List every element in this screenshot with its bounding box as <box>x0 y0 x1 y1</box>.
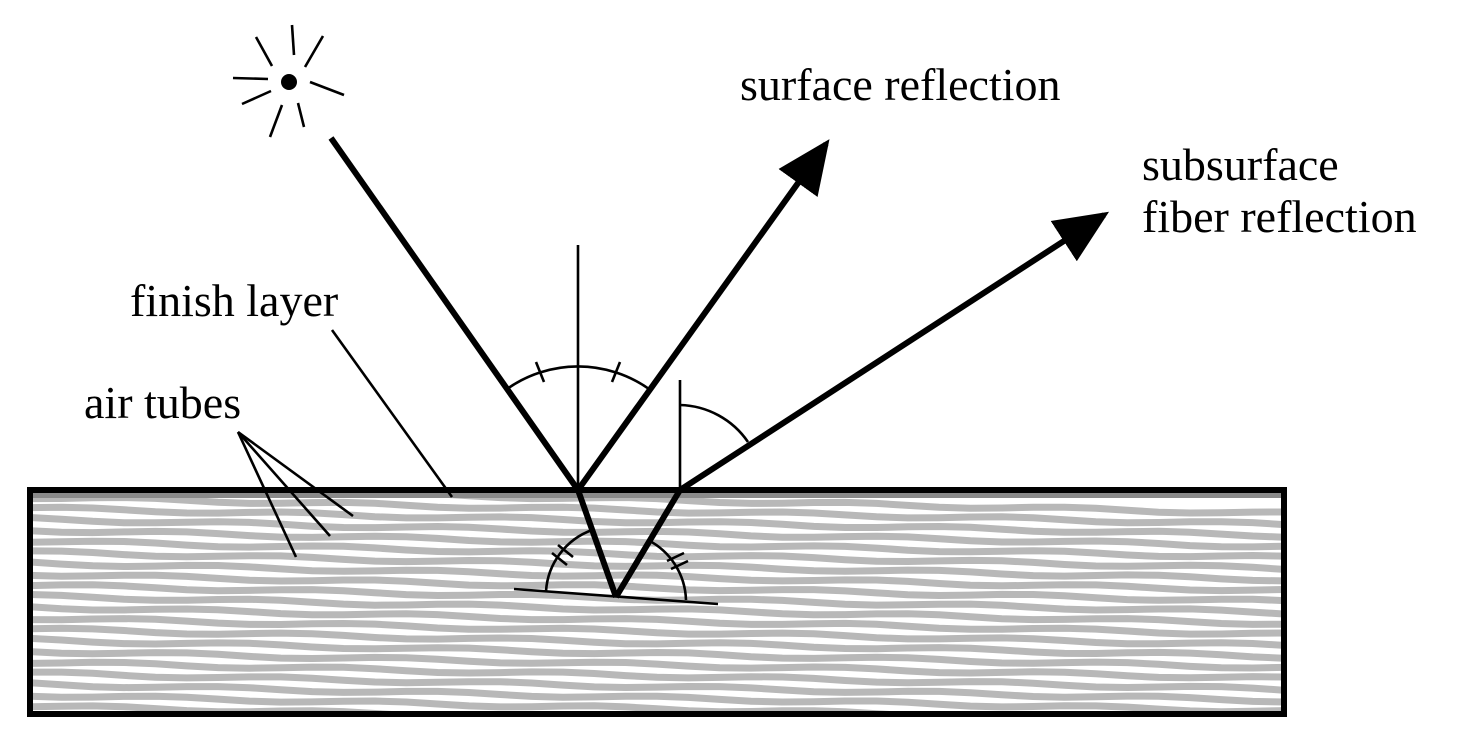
air-tubes-label: air tubes <box>84 377 241 428</box>
refracted-ray <box>575 488 619 599</box>
wood-fiber <box>30 558 1284 595</box>
fiber-tangent <box>513 587 719 606</box>
block-outline <box>27 487 1287 717</box>
wood-fiber <box>30 591 1284 628</box>
finish-layer-leader <box>330 329 454 498</box>
fiber-tick-right-1 <box>666 551 685 563</box>
angle-tick-right <box>610 361 622 383</box>
wood-fiber <box>80 492 1284 517</box>
incident-ray <box>328 136 581 492</box>
sun-icon <box>232 24 345 138</box>
subsurface-reflection-ray <box>678 211 1110 493</box>
fiber-tick-left-1 <box>551 551 568 567</box>
subsurface-label-line2: fiber reflection <box>1142 191 1417 242</box>
wood-fiber <box>30 571 1284 605</box>
wood-fiber <box>30 537 1284 573</box>
fiber-return-ray <box>613 488 683 599</box>
wood-fiber <box>30 603 1284 638</box>
wood-fiber <box>30 668 1284 706</box>
wood-fiber <box>30 547 1284 585</box>
finish-layer-band <box>30 490 1284 498</box>
reflection-angle-arc <box>506 365 650 391</box>
wood-fiber <box>30 624 1284 662</box>
wood-fiber <box>30 658 1284 694</box>
surface-reflection-label: surface reflection <box>740 59 1061 110</box>
fiber-tick-right-2 <box>670 559 689 571</box>
finish-layer-label: finish layer <box>130 275 338 326</box>
wood-fiber <box>30 716 1284 733</box>
surface-reflection-ray <box>575 139 830 492</box>
fiber-angle-arc-left <box>544 528 593 592</box>
wood-fiber <box>30 493 1284 529</box>
wood-fiber <box>30 527 1284 561</box>
wood-fiber <box>30 615 1284 649</box>
angle-tick-left <box>534 361 546 383</box>
air-tubes-leaders <box>236 430 354 558</box>
fiber-angle-arc-right <box>647 538 688 601</box>
exit-angle-arc <box>679 403 750 443</box>
wood-fiber <box>30 634 1284 672</box>
wood-fiber <box>30 679 1284 712</box>
wood-fiber <box>30 692 1034 712</box>
subsurface-label-line1: subsurface <box>1142 139 1339 190</box>
fiber-tick-left-2 <box>557 543 574 559</box>
wood-fiber <box>30 648 1284 682</box>
